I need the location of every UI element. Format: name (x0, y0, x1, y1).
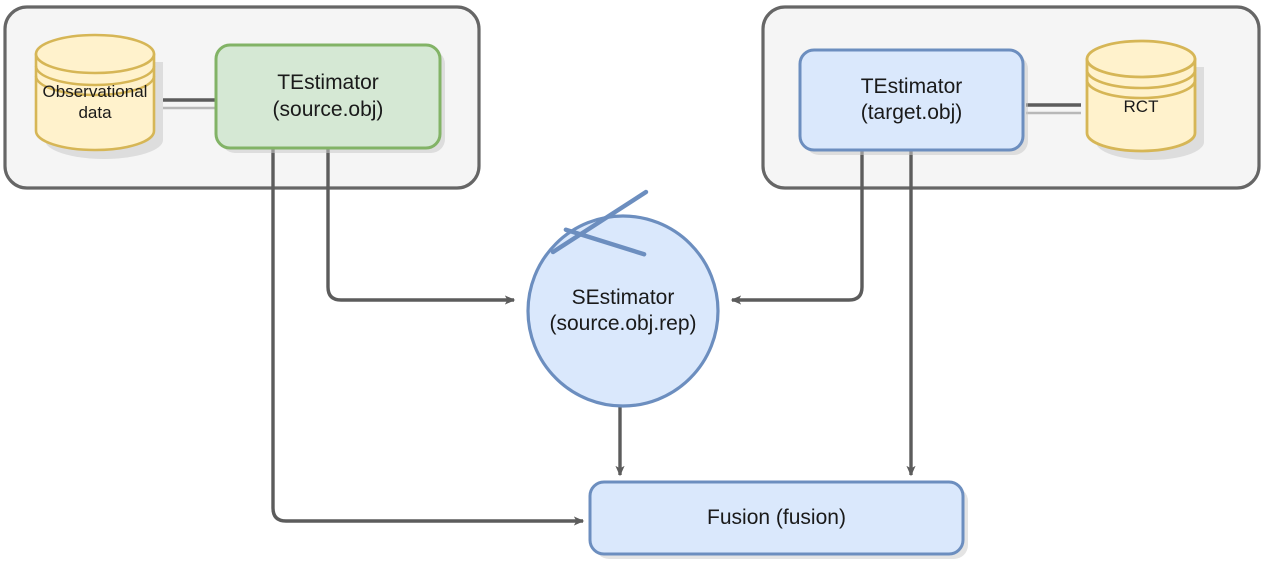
node-observational-data[interactable] (34, 33, 163, 159)
edge-target-to-rct (1026, 103, 1081, 115)
edge-obs-to-source (163, 98, 219, 110)
node-source-estimator[interactable] (214, 43, 445, 153)
edge-layer (271, 148, 916, 526)
edge-source-to-sestimator (326, 148, 516, 305)
node-rct[interactable] (1085, 39, 1204, 160)
node-s-estimator[interactable] (526, 189, 720, 408)
node-fusion[interactable] (588, 480, 968, 559)
edge-target-to-sestimator (730, 150, 864, 305)
edge-source-to-fusion (271, 148, 585, 526)
node-target-estimator[interactable] (798, 48, 1028, 155)
